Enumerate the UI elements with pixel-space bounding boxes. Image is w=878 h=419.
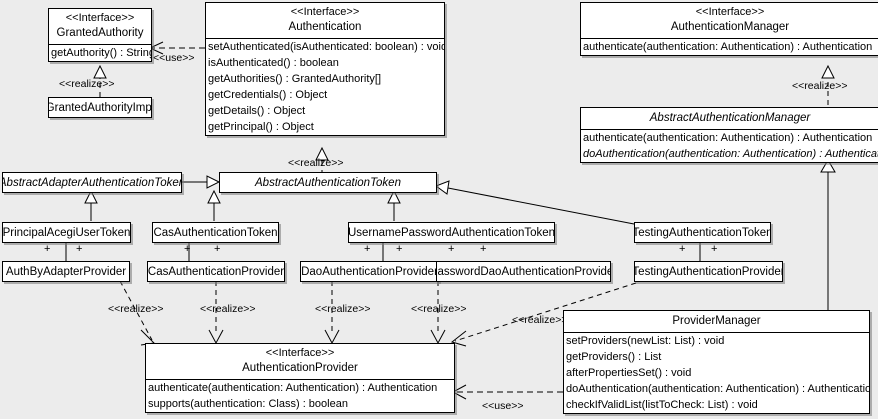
class-username-password-authentication-token[interactable]: UsernamePasswordAuthenticationToken: [348, 222, 555, 243]
class-authentication[interactable]: <<Interface>> Authentication setAuthenti…: [205, 2, 445, 136]
class-provider-manager[interactable]: ProviderManager setProviders(newList: Li…: [563, 310, 870, 414]
operation: authenticate(authentication: Authenticat…: [148, 382, 438, 394]
class-name: AuthenticationProvider: [242, 362, 358, 374]
class-principal-acegi-user-token[interactable]: PrincipalAcegiUserToken: [2, 222, 131, 243]
class-authentication-provider[interactable]: <<Interface>> AuthenticationProvider aut…: [145, 343, 455, 413]
class-header: <<Interface>> AuthenticationProvider: [146, 344, 454, 379]
class-name: CasAuthenticationToken: [153, 226, 278, 239]
class-name: AbstractAuthenticationManager: [649, 112, 811, 124]
class-name: CasAuthenticationProvider: [147, 265, 285, 278]
divider: [146, 379, 454, 380]
class-granted-authority[interactable]: <<Interface>> GrantedAuthority getAuthor…: [48, 8, 152, 62]
class-testing-authentication-token[interactable]: TestingAuthenticationToken: [634, 222, 771, 243]
multiplicity-marker: +: [711, 243, 718, 255]
relationship-label-realize-dao-provider: <<realize>>: [315, 303, 371, 315]
relationship-label-realize-authentication-manager: <<realize>>: [792, 80, 848, 92]
multiplicity-marker: +: [44, 243, 51, 255]
operation: afterPropertiesSet() : void: [566, 367, 692, 379]
multiplicity-marker: +: [214, 243, 221, 255]
class-header: <<Interface>> GrantedAuthority: [49, 9, 151, 44]
multiplicity-marker: +: [448, 243, 455, 255]
class-password-dao-authentication-provider[interactable]: PasswordDaoAuthenticationProvider: [436, 261, 611, 282]
class-name: GrantedAuthority: [56, 27, 144, 39]
operations-compartment: getAuthority() : String: [49, 45, 151, 61]
relationship-label-realize-granted-authority: <<realize>>: [59, 78, 115, 90]
operation: supports(authentication: Class) : boolea…: [148, 398, 348, 410]
multiplicity-marker: +: [396, 243, 403, 255]
operation: doAuthentication(authentication: Authent…: [566, 383, 870, 395]
stereotype: <<Interface>>: [290, 6, 360, 18]
class-dao-authentication-provider[interactable]: DaoAuthenticationProvider: [300, 261, 439, 282]
class-name: PrincipalAcegiUserToken: [2, 226, 131, 239]
relationship-label-realize-password-dao-provider: <<realize>>: [411, 303, 467, 315]
operations-compartment: authenticate(authentication: Authenticat…: [581, 39, 878, 55]
relationship-label-use-provider-manager: <<use>>: [482, 400, 524, 412]
multiplicity-marker: +: [364, 243, 371, 255]
class-name: GrantedAuthorityImpl: [48, 101, 152, 114]
class-name: PasswordDaoAuthenticationProvider: [436, 265, 611, 278]
class-name: AuthenticationManager: [670, 21, 790, 33]
class-name: TestingAuthenticationProvider: [634, 265, 783, 278]
stereotype: <<Interface>>: [695, 6, 765, 18]
class-name: ProviderManager: [672, 315, 761, 327]
divider: [49, 44, 151, 45]
operation: isAuthenticated() : boolean: [208, 57, 339, 69]
operation: getCredentials() : Object: [208, 89, 328, 101]
divider: [206, 38, 444, 39]
class-header: <<Interface>> Authentication: [206, 3, 444, 38]
multiplicity-marker: +: [679, 243, 686, 255]
operation: setAuthenticated(isAuthenticated: boolea…: [208, 41, 445, 53]
operation-abstract: doAuthentication(authentication: Authent…: [583, 148, 878, 160]
operation: getDetails() : Object: [208, 105, 306, 117]
multiplicity-marker: +: [76, 243, 83, 255]
multiplicity-marker: +: [480, 243, 487, 255]
class-authentication-manager[interactable]: <<Interface>> AuthenticationManager auth…: [580, 2, 878, 56]
multiplicity-marker: +: [184, 243, 191, 255]
class-name: Authentication: [288, 21, 362, 33]
relationship-label-realize-cas-provider: <<realize>>: [200, 303, 256, 315]
relationship-label-use-granted-authority: <<use>>: [153, 52, 195, 64]
operation: getAuthority() : String: [51, 47, 152, 59]
relationship-label-realize-auth-by-adapter: <<realize>>: [108, 303, 164, 315]
class-header: <<Interface>> AuthenticationManager: [581, 3, 878, 38]
operation: authenticate(authentication: Authenticat…: [583, 41, 873, 53]
class-abstract-authentication-token[interactable]: AbstractAuthenticationToken: [219, 172, 437, 193]
class-name: AuthByAdapterProvider: [5, 265, 127, 278]
operation: checkIfValidList(listToCheck: List) : vo…: [566, 399, 758, 411]
class-abstract-adapter-authentication-token[interactable]: AbstractAdapterAuthenticationToken: [2, 172, 182, 193]
class-header: AbstractAuthenticationManager: [581, 108, 878, 129]
class-header: ProviderManager: [564, 311, 869, 332]
class-name: AbstractAdapterAuthenticationToken: [2, 176, 182, 189]
operations-compartment: setAuthenticated(isAuthenticated: boolea…: [206, 39, 444, 135]
operation: getProviders() : List: [566, 351, 662, 363]
class-name: DaoAuthenticationProvider: [301, 265, 438, 278]
class-auth-by-adapter-provider[interactable]: AuthByAdapterProvider: [2, 261, 130, 282]
divider: [581, 129, 878, 130]
divider: [581, 38, 878, 39]
class-abstract-authentication-manager[interactable]: AbstractAuthenticationManager authentica…: [580, 107, 878, 163]
class-name: AbstractAuthenticationToken: [255, 176, 401, 189]
stereotype: <<Interface>>: [65, 12, 135, 24]
operation: authenticate(authentication: Authenticat…: [583, 132, 873, 144]
relationship-label-realize-testing-provider: <<realize>>: [512, 314, 568, 326]
operation: getAuthorities() : GrantedAuthority[]: [208, 73, 382, 85]
operations-compartment: authenticate(authentication: Authenticat…: [581, 130, 878, 162]
divider: [564, 332, 869, 333]
class-cas-authentication-provider[interactable]: CasAuthenticationProvider: [147, 261, 285, 282]
operations-compartment: setProviders(newList: List) : void getPr…: [564, 333, 869, 413]
operations-compartment: authenticate(authentication: Authenticat…: [146, 380, 454, 412]
class-testing-authentication-provider[interactable]: TestingAuthenticationProvider: [634, 261, 783, 282]
class-name: TestingAuthenticationToken: [634, 226, 771, 239]
operation: setProviders(newList: List) : void: [566, 335, 725, 347]
class-granted-authority-impl[interactable]: GrantedAuthorityImpl: [48, 97, 152, 118]
operation: getPrincipal() : Object: [208, 121, 314, 133]
stereotype: <<Interface>>: [265, 347, 335, 359]
class-cas-authentication-token[interactable]: CasAuthenticationToken: [152, 222, 279, 243]
class-name: UsernamePasswordAuthenticationToken: [348, 226, 555, 239]
relationship-label-realize-authentication-token: <<realize>>: [288, 157, 344, 169]
